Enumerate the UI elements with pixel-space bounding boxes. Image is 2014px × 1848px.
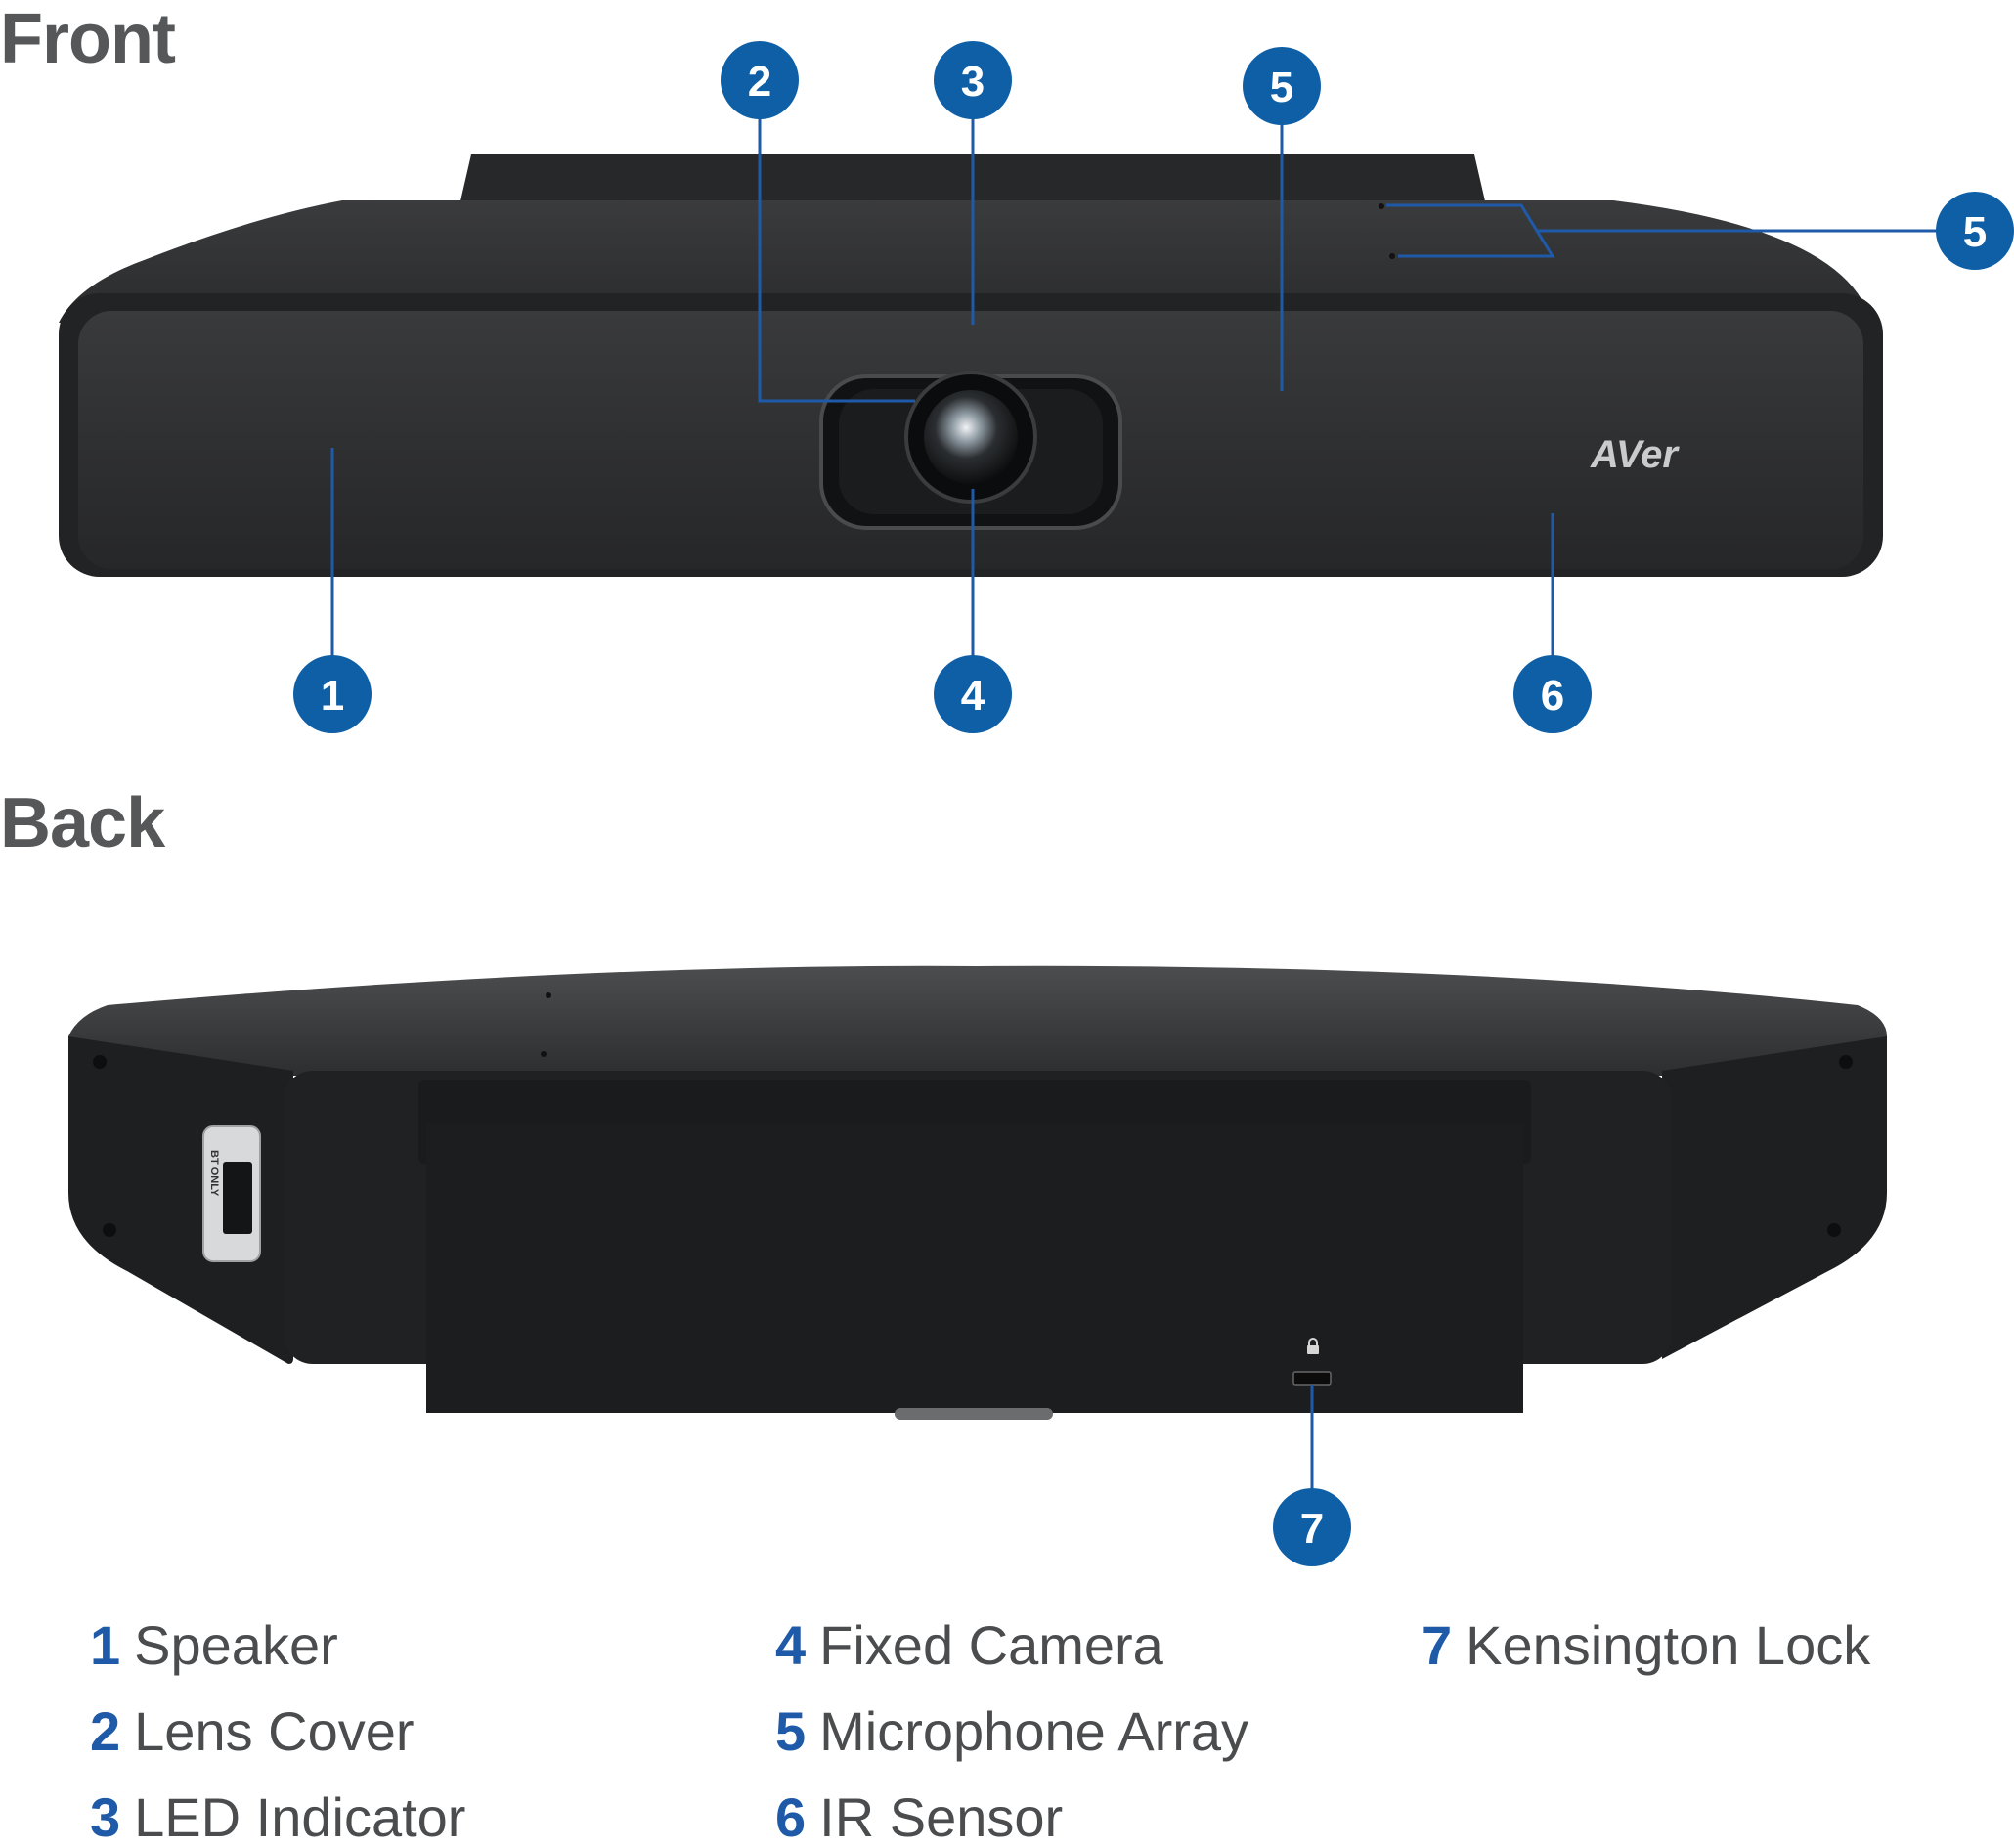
front-section-title: Front	[0, 0, 176, 78]
callout-4: 4	[934, 655, 1012, 733]
legend-label: Microphone Array	[819, 1700, 1249, 1762]
kensington-slot	[1292, 1371, 1332, 1386]
legend-label: IR Sensor	[819, 1786, 1064, 1848]
mic-hole	[1389, 253, 1395, 259]
legend-label: Fixed Camera	[819, 1614, 1163, 1676]
legend-number: 1	[90, 1614, 121, 1676]
mount-plate	[426, 1124, 1523, 1413]
screw	[103, 1223, 116, 1237]
legend-number: 3	[90, 1786, 121, 1848]
callout-circle	[1936, 192, 2014, 270]
front-leader-lines	[330, 110, 1938, 663]
left-side-panel	[68, 1036, 293, 1364]
legend-number: 4	[775, 1614, 807, 1676]
callout-number: 5	[1963, 208, 1987, 256]
callout-circle	[934, 655, 1012, 733]
mic-hole	[1379, 203, 1384, 209]
screw	[1839, 1055, 1853, 1069]
callout-circle	[721, 41, 799, 119]
callout-number: 5	[1270, 64, 1293, 111]
lock-icon	[1307, 1345, 1319, 1354]
mic-hole	[541, 1051, 547, 1057]
callout-5-top: 5	[1243, 47, 1321, 125]
device-diagram: AVer 1 2 3 4 5 5 6	[59, 41, 2014, 1566]
top-surface	[59, 200, 1877, 323]
callout-number: 2	[748, 58, 771, 106]
callout-2: 2	[721, 41, 799, 119]
legend-label: LED Indicator	[134, 1786, 466, 1848]
callout-circle	[1243, 47, 1321, 125]
callout-number: 7	[1300, 1505, 1324, 1553]
callout-circle	[1273, 1488, 1351, 1566]
back-device: BT ONLY	[68, 965, 1887, 1420]
callout-1: 1	[293, 655, 372, 733]
callout-number: 6	[1541, 672, 1564, 720]
callout-circle	[293, 655, 372, 733]
callout-number: 1	[321, 672, 344, 720]
usb-port	[223, 1162, 252, 1234]
legend-label: Kensington Lock	[1466, 1614, 1871, 1676]
legend-number: 7	[1422, 1614, 1453, 1676]
legend-number: 2	[90, 1700, 121, 1762]
top-surface	[68, 965, 1887, 1076]
callout-circle	[934, 41, 1012, 119]
callout-3: 3	[934, 41, 1012, 119]
callout-5-side: 5	[1936, 192, 2014, 270]
lock-icon-shackle	[1308, 1338, 1318, 1346]
callout-6: 6	[1513, 655, 1592, 733]
legend-label: Speaker	[134, 1614, 338, 1676]
bt-only-label: BT ONLY	[208, 1150, 220, 1197]
screw	[1827, 1223, 1841, 1237]
callout-7: 7	[1273, 1488, 1351, 1566]
back-section-title: Back	[0, 784, 165, 862]
camera-lens	[924, 390, 1018, 484]
screw	[93, 1055, 107, 1069]
right-side-panel	[1662, 1036, 1887, 1359]
legend-number: 5	[775, 1700, 807, 1762]
front-device: AVer	[59, 154, 1883, 577]
callout-number: 4	[961, 672, 985, 720]
callout-number: 3	[961, 58, 985, 106]
legend-label: Lens Cover	[134, 1700, 415, 1762]
mic-hole	[546, 992, 551, 998]
brand-logo: AVer	[1590, 433, 1680, 476]
legend-number: 6	[775, 1786, 807, 1848]
callout-circle	[1513, 655, 1592, 733]
mount-foot	[895, 1408, 1053, 1420]
